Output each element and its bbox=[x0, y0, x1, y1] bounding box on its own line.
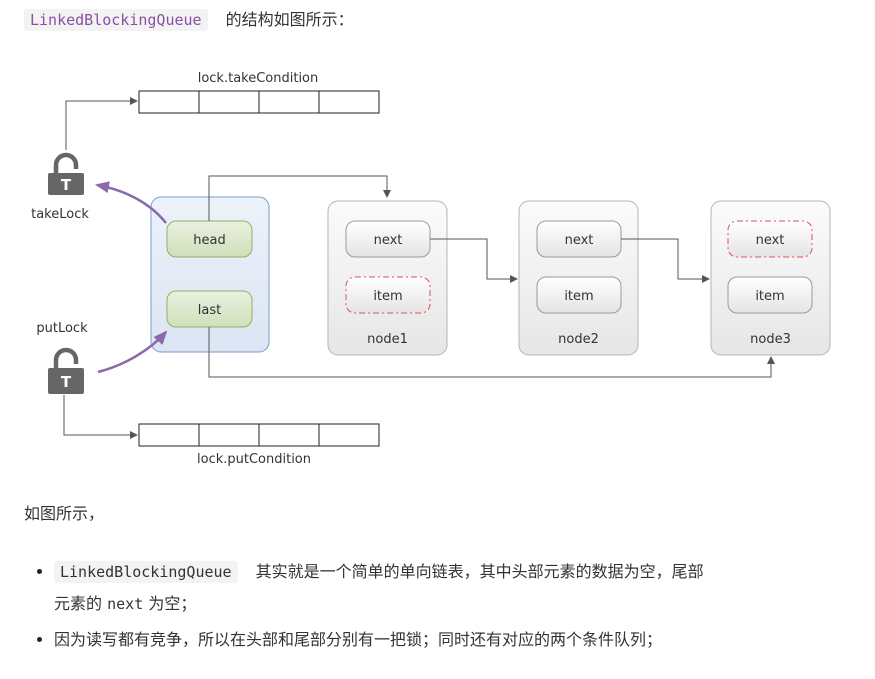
last-to-node3-connector bbox=[208, 327, 775, 378]
takelock-to-condition-connector bbox=[65, 97, 138, 150]
take-lock-icon: T bbox=[48, 152, 84, 195]
intro-line: LinkedBlockingQueue 的结构如图所示： bbox=[24, 8, 354, 32]
node2-label: node2 bbox=[558, 332, 599, 347]
queue-container bbox=[150, 196, 270, 353]
svg-text:item: item bbox=[373, 289, 402, 304]
svg-text:next: next bbox=[374, 233, 403, 248]
node3: next item node3 bbox=[710, 200, 831, 356]
node2-next-to-node3-connector bbox=[621, 238, 710, 283]
figure-caption: 如图所示， bbox=[24, 504, 105, 523]
node3-next-field-empty bbox=[727, 220, 813, 258]
node3-item-field bbox=[727, 276, 813, 314]
head-label: head bbox=[193, 233, 225, 248]
node2: next item node2 bbox=[518, 200, 639, 356]
take-condition-queue bbox=[138, 90, 380, 114]
node1-next-to-node2-connector bbox=[430, 238, 518, 283]
svg-text:next: next bbox=[565, 233, 594, 248]
node1-label: node1 bbox=[367, 332, 408, 347]
head-to-node1-connector bbox=[208, 175, 391, 221]
inline-code-linkedblockingqueue: LinkedBlockingQueue bbox=[24, 9, 208, 31]
bullet-item-locks: 因为读写都有竞争，所以在头部和尾部分别有一把锁；同时还有对应的两个条件队列； bbox=[54, 624, 854, 656]
intro-text: 的结构如图所示： bbox=[225, 10, 354, 29]
svg-text:item: item bbox=[755, 289, 784, 304]
bullet-item-structure: LinkedBlockingQueue 其实就是一个简单的单向链表，其中头部元素的… bbox=[54, 556, 854, 620]
bullet-text: 其实就是一个简单的单向链表，其中头部元素的数据为空，尾部 bbox=[255, 562, 704, 581]
put-condition-label: lock.putCondition bbox=[197, 452, 311, 467]
put-condition-queue bbox=[138, 423, 380, 447]
bullet-list: LinkedBlockingQueue 其实就是一个简单的单向链表，其中头部元素的… bbox=[32, 556, 854, 660]
svg-text:T: T bbox=[61, 176, 72, 194]
bullet-text: 为空； bbox=[148, 594, 197, 613]
linkedblockingqueue-diagram: lock.takeCondition T takeLock putLock T … bbox=[31, 71, 831, 467]
bullet-text: 因为读写都有竞争，所以在头部和尾部分别有一把锁；同时还有对应的两个条件队列； bbox=[54, 630, 663, 649]
svg-text:T: T bbox=[61, 373, 72, 391]
node3-label: node3 bbox=[750, 332, 791, 347]
bullet-text: 元素的 bbox=[54, 594, 103, 613]
put-lock-label: putLock bbox=[36, 321, 88, 336]
inline-mono-next: next bbox=[107, 595, 144, 613]
svg-text:next: next bbox=[756, 233, 785, 248]
node2-item-field bbox=[536, 276, 622, 314]
svg-text:item: item bbox=[564, 289, 593, 304]
node1-item-field-empty bbox=[345, 276, 431, 314]
take-lock-label: takeLock bbox=[31, 207, 89, 222]
putlock-guards-last-arrow bbox=[97, 330, 168, 374]
put-lock-icon: T bbox=[48, 347, 84, 394]
putlock-to-condition-connector bbox=[63, 395, 138, 439]
takelock-guards-head-arrow bbox=[95, 181, 167, 224]
inline-code-linkedblockingqueue: LinkedBlockingQueue bbox=[54, 561, 238, 583]
take-condition-label: lock.takeCondition bbox=[198, 71, 319, 86]
node1: next item node1 bbox=[327, 200, 448, 356]
last-label: last bbox=[198, 303, 221, 318]
